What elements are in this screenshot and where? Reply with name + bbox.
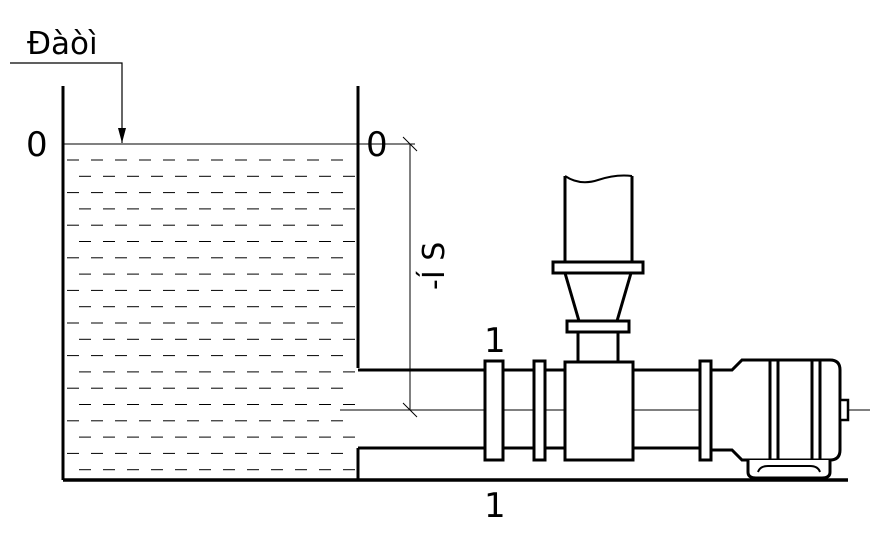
arrow-head-icon (118, 128, 126, 143)
motor (709, 358, 850, 480)
label-leader-line (10, 62, 123, 143)
reducer-cone (563, 271, 633, 323)
pump-neck (576, 330, 620, 364)
motor-shaft-end (838, 398, 850, 422)
suction-pipe (358, 368, 700, 450)
dimension-tick-top (402, 136, 418, 152)
section-0-right-label: 0 (366, 125, 388, 165)
pump-body (563, 360, 635, 462)
section-1-top-label: 1 (484, 321, 506, 361)
top-label: Đàòì (27, 26, 98, 62)
water-fill (67, 159, 355, 471)
section-1-bottom-label: 1 (484, 486, 506, 526)
pump (551, 174, 645, 462)
pipe-break-line (564, 174, 633, 184)
motor-base-inner (757, 465, 821, 473)
flange-3 (698, 359, 713, 462)
motor-base (746, 460, 832, 480)
discharge-flange (551, 260, 645, 275)
pump-upper-flange (565, 319, 631, 334)
flange-2 (532, 359, 547, 462)
tank (61, 86, 848, 482)
section-0-left-label: 0 (26, 125, 48, 165)
height-label: -Í S (416, 242, 452, 290)
flange-1 (483, 359, 505, 462)
height-dimension: -Í S (402, 136, 452, 418)
